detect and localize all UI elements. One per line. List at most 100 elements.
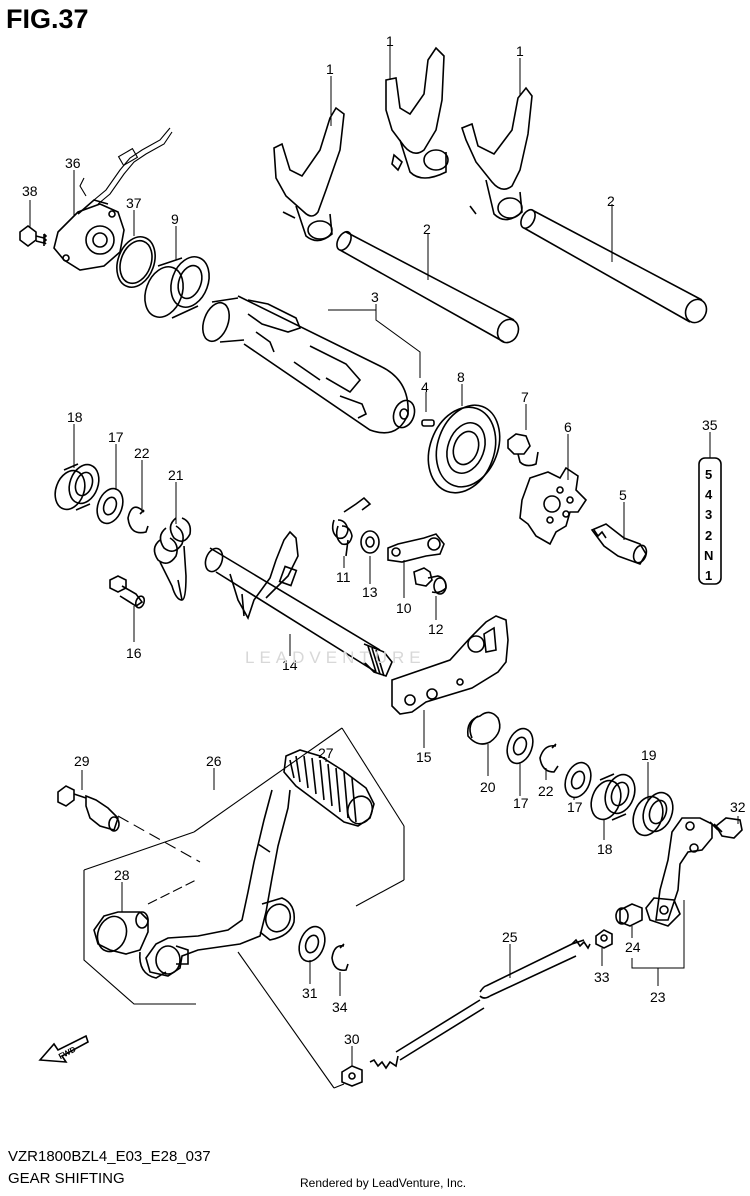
shift-cam-drum[interactable] (198, 295, 418, 434)
callout-6: 6 (564, 419, 572, 435)
callout-35-group: 35 (702, 417, 718, 433)
gearshift-spring-21[interactable] (153, 517, 192, 601)
callout-18b: 18 (597, 841, 613, 857)
oil-seal-19[interactable] (628, 788, 678, 839)
callout-23: 23 (650, 989, 666, 1005)
callout-11: 11 (336, 569, 351, 585)
stopper-bolt-12[interactable] (413, 567, 447, 595)
pinch-bolt-32[interactable] (709, 817, 743, 839)
shift-pedal-assembly-box (83, 727, 405, 1089)
cam-stopper-10[interactable] (387, 533, 445, 563)
washer-17-lower[interactable] (561, 759, 596, 801)
needle-bearing-18-upper[interactable] (50, 460, 104, 513)
callout-37: 37 (126, 195, 142, 211)
diagram-caption: GEAR SHIFTING (8, 1170, 125, 1187)
gear-position-switch[interactable] (53, 199, 125, 271)
callout-21: 21 (168, 467, 184, 483)
shift-fork-left[interactable] (273, 106, 345, 242)
shift-pedal-rubber-27[interactable] (283, 749, 376, 827)
washer-31[interactable] (295, 923, 330, 965)
callout-36: 36 (65, 155, 81, 171)
shift-fork-right[interactable] (461, 86, 533, 221)
pedal-pivot-bolt-29[interactable] (57, 785, 120, 832)
callout-27: 27 (318, 745, 334, 761)
callout-2a: 2 (423, 221, 431, 237)
fork-shaft-left[interactable] (334, 229, 522, 346)
callout-33: 33 (594, 969, 610, 985)
callout-20: 20 (480, 779, 496, 795)
washer-17-middle[interactable] (503, 725, 538, 767)
circlip-20[interactable] (466, 711, 501, 745)
gearshift-cam-plate-15[interactable] (391, 615, 509, 715)
callout-3: 3 (371, 289, 379, 305)
callout-labels: 1 1 1 2 2 3 4 5 6 7 8 9 10 11 12 13 14 1… (22, 33, 746, 1047)
gear-position-indicator: 5 4 3 2 N 1 (698, 457, 722, 585)
callout-1b: 1 (386, 33, 394, 49)
callout-24: 24 (625, 939, 641, 955)
callout-17a: 17 (108, 429, 124, 445)
callout-22a: 22 (134, 445, 150, 461)
callout-34: 34 (332, 999, 348, 1015)
callout-2b: 2 (607, 193, 615, 209)
nut-33[interactable] (595, 929, 613, 949)
ball-bearing-8[interactable] (417, 396, 511, 502)
callout-17c: 17 (567, 799, 583, 815)
gear-indicator-5: 5 (705, 467, 712, 482)
fork-shaft-right[interactable] (518, 207, 710, 326)
shaft-guide-pin-16[interactable] (109, 575, 146, 609)
gearshift-shaft[interactable] (202, 530, 393, 677)
switch-bolt[interactable] (19, 225, 48, 247)
callout-35: 35 (702, 417, 718, 433)
callout-10: 10 (396, 600, 412, 616)
callout-17b: 17 (513, 795, 529, 811)
nut-30[interactable] (341, 1065, 363, 1087)
washer-13[interactable] (360, 530, 380, 554)
shift-pedal-arm[interactable] (139, 789, 296, 979)
gear-indicator-1: 1 (705, 568, 712, 583)
callout-29: 29 (74, 753, 90, 769)
callout-16: 16 (126, 645, 142, 661)
cam-drive-pin[interactable] (590, 523, 649, 565)
callout-14: 14 (282, 657, 298, 673)
gearshift-lever-arm[interactable] (645, 817, 713, 927)
needle-bearing-18-lower[interactable] (586, 770, 640, 823)
watermark: LEADVENTURE (245, 648, 426, 667)
cam-pin[interactable] (421, 419, 435, 427)
callout-9: 9 (171, 211, 179, 227)
circlip-22-upper[interactable] (127, 506, 149, 534)
callout-25: 25 (502, 929, 518, 945)
callout-8: 8 (457, 369, 465, 385)
callout-15: 15 (416, 749, 432, 765)
callout-32: 32 (730, 799, 746, 815)
callout-1c: 1 (516, 43, 524, 59)
callout-1a: 1 (326, 61, 334, 77)
gear-indicator-4: 4 (705, 487, 713, 502)
callout-38: 38 (22, 183, 38, 199)
needle-bearing-9[interactable] (138, 251, 216, 322)
circlip-34[interactable] (331, 943, 349, 972)
gearshift-link-rod[interactable] (369, 938, 591, 1070)
callout-leader-lines (29, 46, 739, 1066)
gear-indicator-3: 3 (705, 507, 712, 522)
callout-22b: 22 (538, 783, 554, 799)
forward-direction-arrow: FWD (38, 1034, 89, 1063)
callout-30: 30 (344, 1031, 360, 1047)
cam-stopper-spring-11[interactable] (331, 496, 372, 557)
shift-fork-center[interactable] (385, 46, 449, 179)
footrest-bushing-28[interactable] (93, 911, 149, 956)
callout-12: 12 (428, 621, 444, 637)
gear-indicator-2: 2 (705, 528, 712, 543)
cam-driven-gear[interactable] (519, 466, 588, 546)
callout-4: 4 (421, 379, 429, 395)
callout-18a: 18 (67, 409, 83, 425)
callout-13: 13 (362, 584, 378, 600)
circlip-22-lower[interactable] (539, 743, 559, 773)
callout-5: 5 (619, 487, 627, 503)
callout-7: 7 (521, 389, 529, 405)
lever-joint-24[interactable] (615, 903, 643, 927)
cam-stopper-bolt[interactable] (507, 433, 539, 467)
o-ring-37[interactable] (110, 231, 162, 292)
washer-17-upper[interactable] (93, 485, 128, 527)
rendered-by-credit: Rendered by LeadVenture, Inc. (300, 1176, 467, 1190)
callout-31: 31 (302, 985, 318, 1001)
